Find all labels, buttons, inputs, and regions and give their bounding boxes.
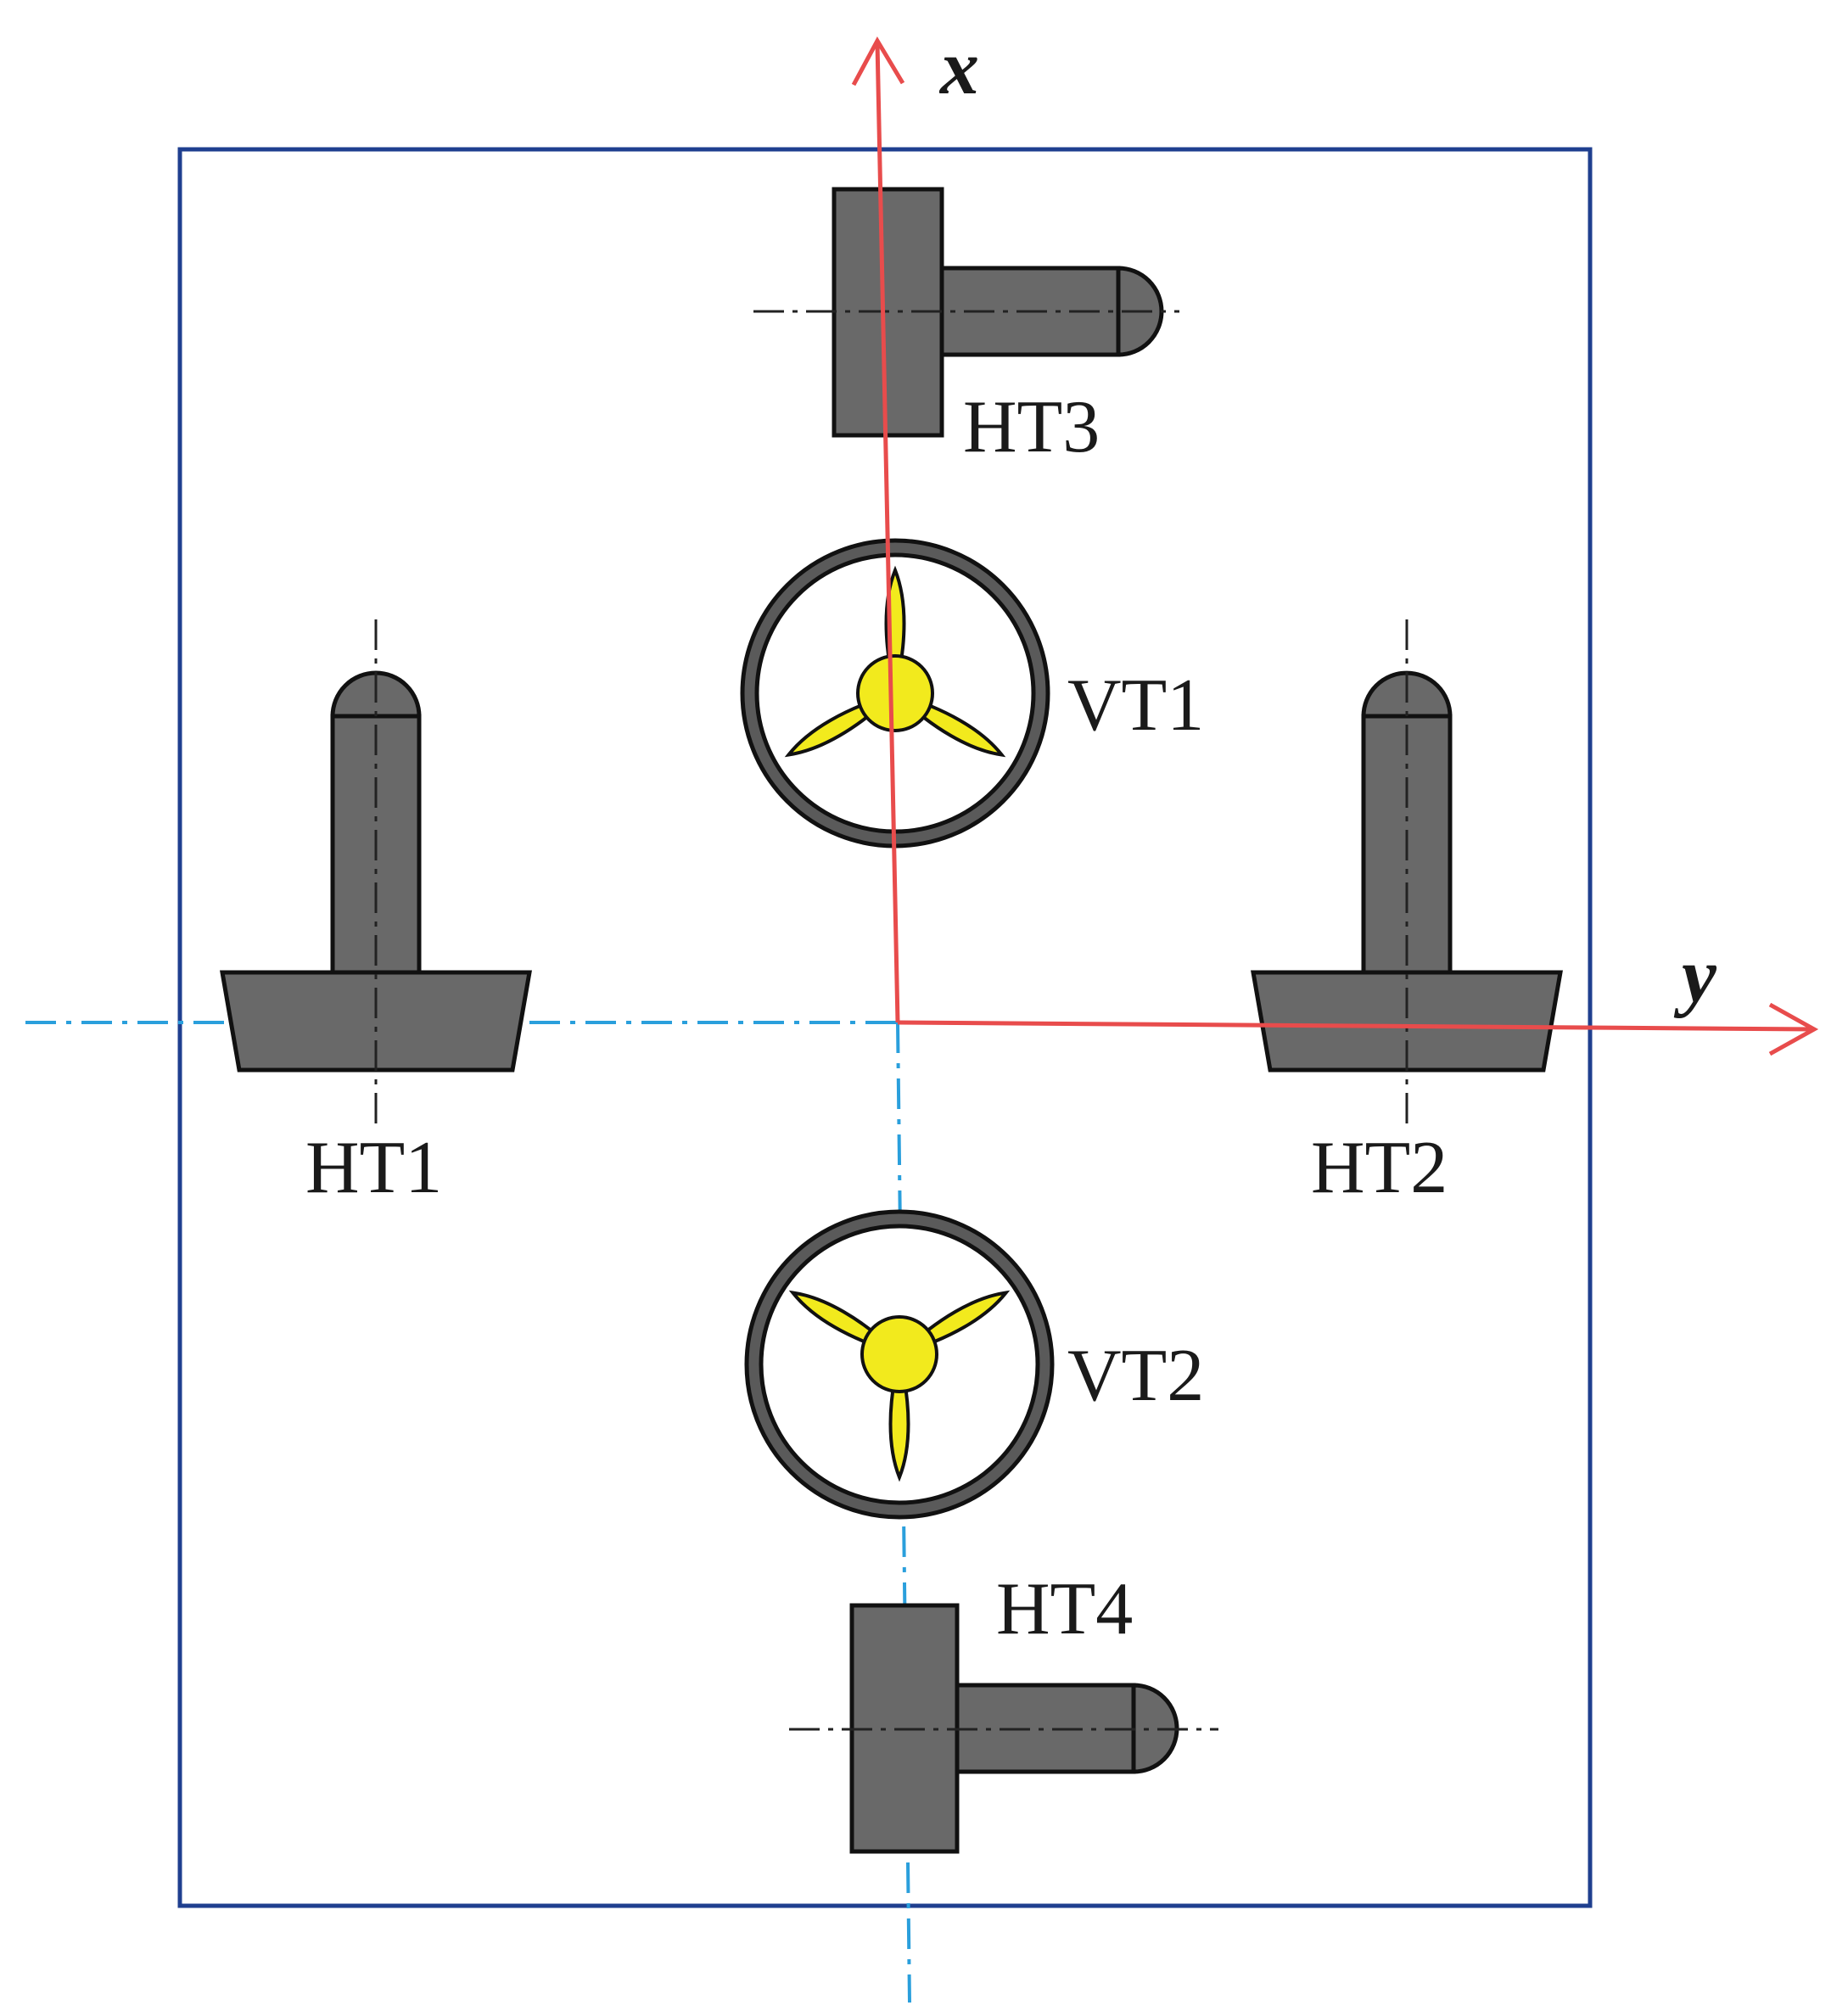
ht2-label: HT2 (1311, 1127, 1448, 1209)
y-axis-arrowhead-icon (1768, 1002, 1819, 1056)
thruster-vt1: VT1 (740, 538, 1204, 849)
ht4-nozzle (1131, 1683, 1179, 1774)
ht4-label: HT4 (996, 1568, 1133, 1650)
vt2-propeller-icon (788, 1290, 1011, 1482)
x-axis-line (875, 42, 900, 1023)
ht3-label: HT3 (963, 386, 1100, 468)
thruster-ht4: HT4 (789, 1568, 1218, 1854)
thruster-ht3: HT3 (753, 187, 1179, 468)
ht1-label: HT1 (305, 1127, 442, 1209)
y-axis-line (897, 1020, 1815, 1032)
x-axis-arrowhead-icon (851, 36, 905, 87)
vt1-label: VT1 (1067, 664, 1204, 747)
y-axis-label: y (1673, 932, 1717, 1018)
x-axis-label: x (938, 24, 979, 110)
thruster-ht1: HT1 (220, 619, 532, 1209)
vt2-label: VT2 (1067, 1335, 1204, 1417)
thruster-ht2: HT2 (1251, 619, 1563, 1209)
thruster-vt2: VT2 (744, 1209, 1204, 1520)
ht1-base (220, 970, 532, 1073)
coordinate-axes: x y (851, 24, 1819, 1056)
vt1-propeller-icon (784, 565, 1006, 758)
ht2-base (1251, 970, 1563, 1073)
